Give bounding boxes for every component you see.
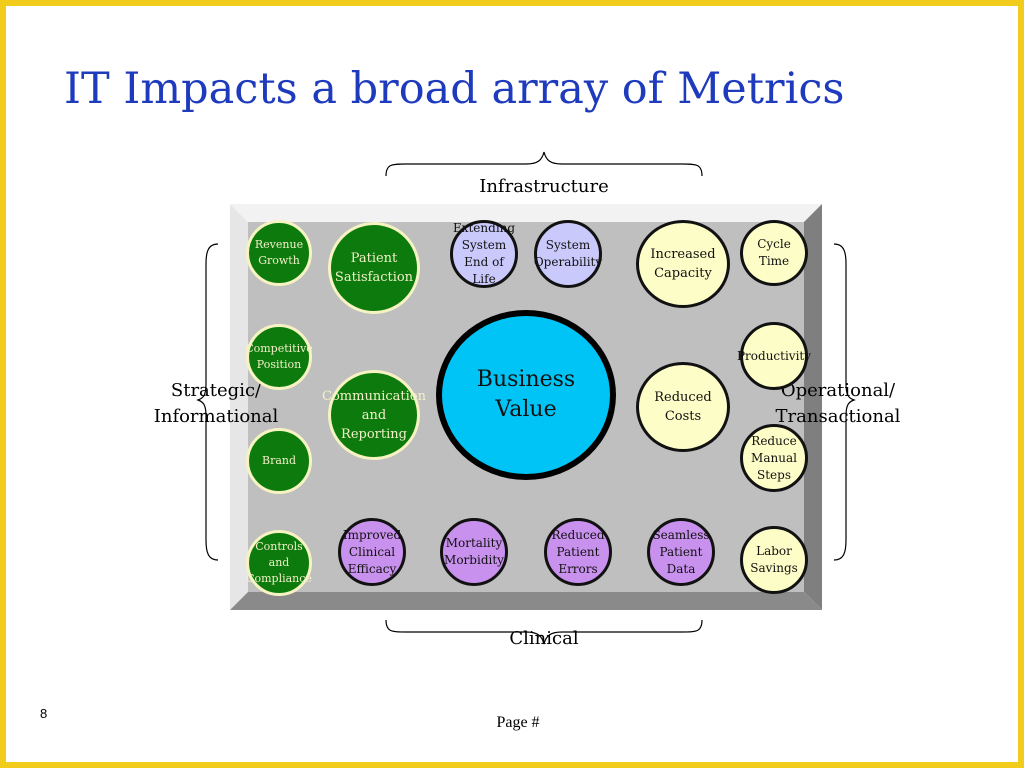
metric-competitive-position: Competitive Position <box>245 324 313 390</box>
operational-label-line-1: Operational/ <box>780 380 896 401</box>
metric-cycle-time: Cycle Time <box>740 220 808 286</box>
metric-mortality-morbidity: Mortality Morbidity <box>440 518 508 586</box>
metric-system-operability: System Operability <box>534 220 602 288</box>
operational-transactional-label: Operational/ Transactional <box>748 378 928 430</box>
bottom-brace <box>385 619 703 645</box>
metric-reduce-manual-steps: Reduce Manual Steps <box>740 424 808 492</box>
business-value-circle: Business Value <box>436 310 616 480</box>
metric-seamless-patient-data: Seamless Patient Data <box>647 518 715 586</box>
page-footer-label: Page # <box>496 714 540 731</box>
metric-reduced-costs: Reduced Costs <box>636 362 730 452</box>
metric-revenue-growth: Revenue Growth <box>246 220 312 286</box>
top-brace <box>385 151 703 177</box>
strategic-informational-label: Strategic/ Informational <box>126 378 306 430</box>
metric-communication-and-reporting: Communication and Reporting <box>322 370 426 460</box>
metric-productivity: Productivity <box>737 322 811 390</box>
metric-patient-satisfaction: Patient Satisfaction <box>328 222 420 314</box>
metric-reduced-patient-errors: Reduced Patient Errors <box>544 518 612 586</box>
operational-label-line-2: Transactional <box>775 406 901 427</box>
strategic-label-line-2: Informational <box>153 406 279 427</box>
metric-improved-clinical-efficacy: Improved Clinical Efficacy <box>338 518 406 586</box>
metric-increased-capacity: Increased Capacity <box>636 220 730 308</box>
left-brace <box>196 243 219 561</box>
brace-decorations <box>196 151 856 645</box>
right-brace <box>833 243 856 561</box>
infrastructure-label: Infrastructure <box>479 176 609 197</box>
page-number: 8 <box>40 706 48 721</box>
metric-labor-savings: Labor Savings <box>740 526 808 594</box>
metric-extending-system-end-of-life: Extending System End of Life <box>450 220 518 288</box>
slide-title: IT Impacts a broad array of Metrics <box>64 64 845 114</box>
clinical-label: Clinical <box>509 628 579 649</box>
metric-controls-and-compliance: Controls and Compliance <box>246 530 312 596</box>
metric-brand: Brand <box>246 428 312 494</box>
strategic-label-line-1: Strategic/ <box>170 380 262 401</box>
